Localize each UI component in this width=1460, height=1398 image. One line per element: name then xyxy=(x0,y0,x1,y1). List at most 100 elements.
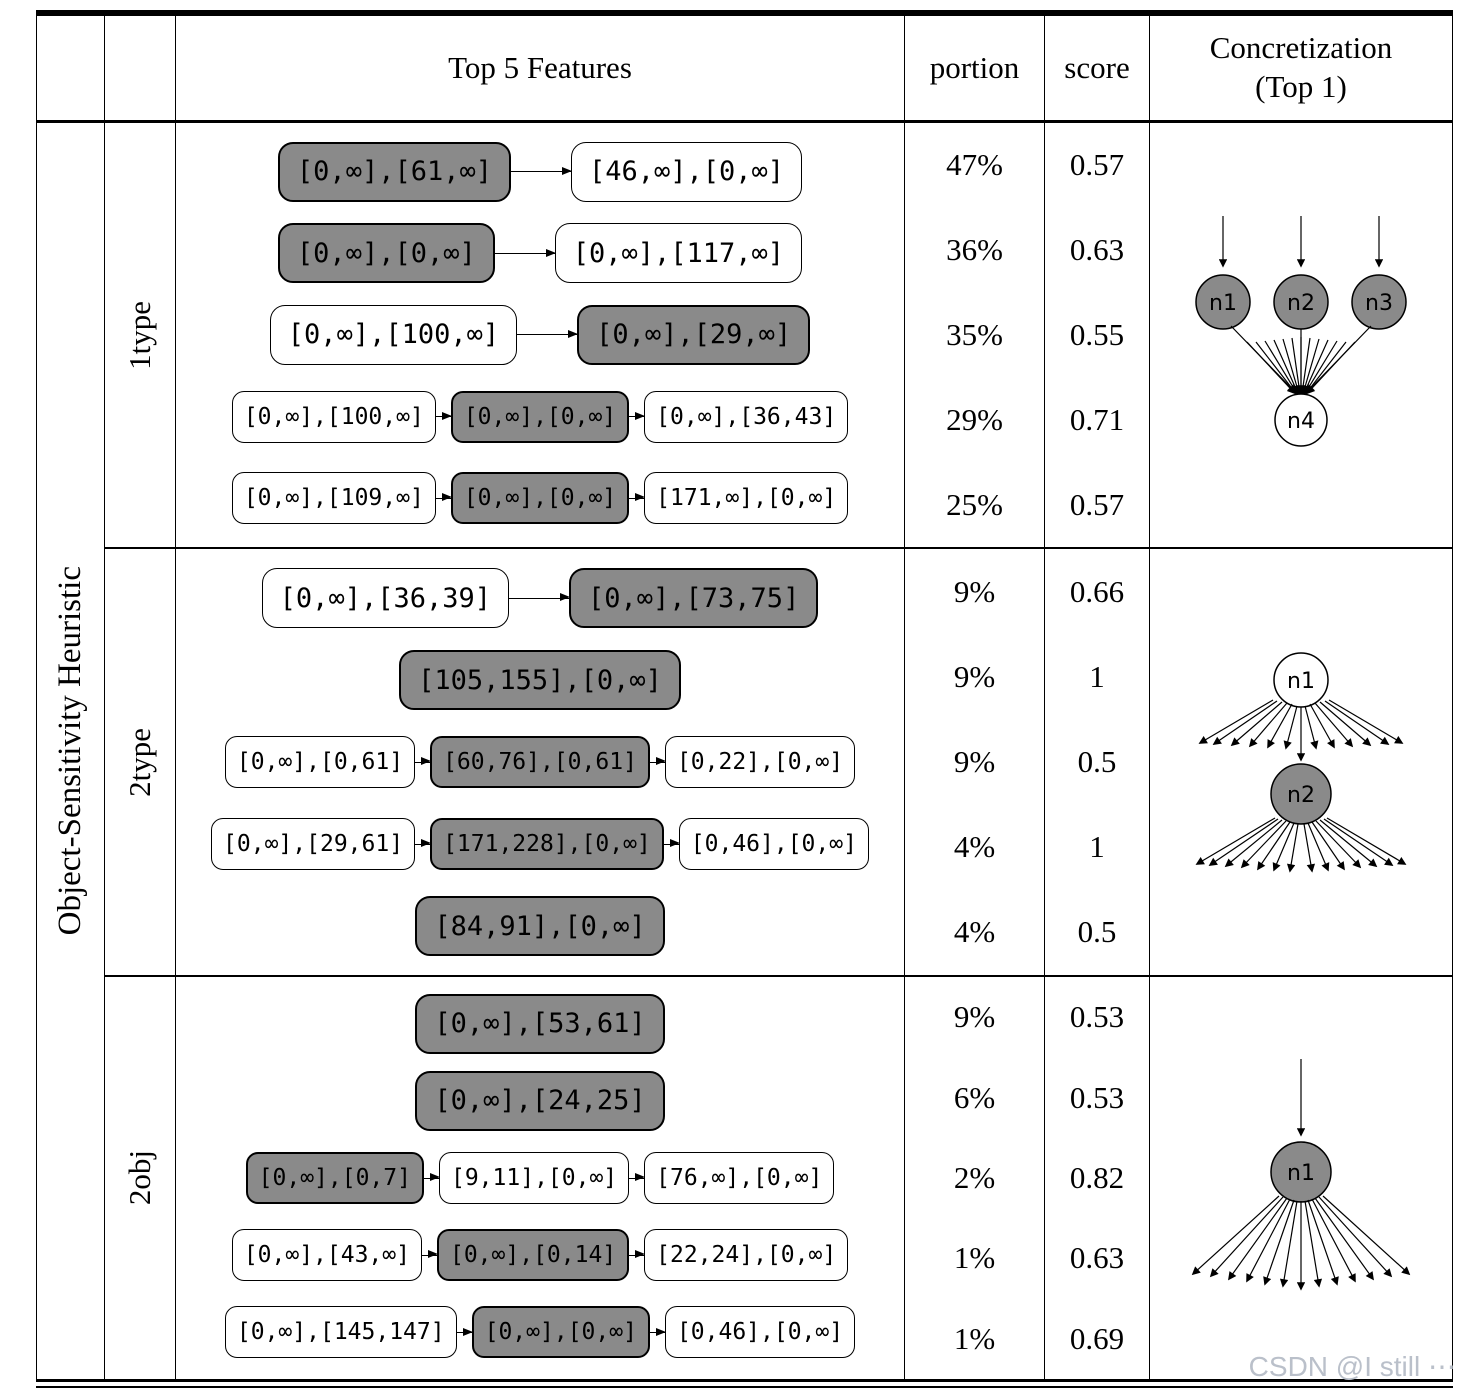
score-value: 0.53 xyxy=(1069,999,1125,1035)
feature-box: [0,22],[0,∞] xyxy=(664,736,856,788)
arrow-right-icon xyxy=(649,1327,666,1336)
feature-row: [0,∞],[53,61] xyxy=(176,985,904,1062)
feature-box: [0,∞],[109,∞] xyxy=(231,472,436,525)
arrow-right-icon xyxy=(435,493,452,502)
portion-column: 47% 36% 35% 29% 25% xyxy=(905,123,1045,547)
portion-value: 4% xyxy=(953,829,996,865)
concretization-cell: n1 n2 n3 xyxy=(1150,123,1452,547)
arrow-fan xyxy=(1195,817,1407,873)
feature-box: [0,∞],[53,61] xyxy=(415,993,665,1054)
feature-row: [0,∞],[109,∞] [0,∞],[0,∞] [171,∞],[0,∞] xyxy=(176,457,904,539)
feature-box: [0,∞],[0,∞] xyxy=(471,1306,650,1359)
feature-row: [0,∞],[145,147] [0,∞],[0,∞] [0,46],[0,∞] xyxy=(176,1294,904,1371)
portion-value: 4% xyxy=(953,914,996,950)
node-label: n1 xyxy=(1287,669,1315,694)
arrow-right-icon xyxy=(663,839,680,848)
feature-box: [105,155],[0,∞] xyxy=(399,650,681,710)
arrow-fan xyxy=(1230,325,1372,395)
feature-row: [0,∞],[0,∞] [0,∞],[117,∞] xyxy=(176,213,904,295)
arrow-fan xyxy=(1198,699,1404,750)
concretization-cell: n1 xyxy=(1150,549,1452,975)
table-bottom-rule xyxy=(36,1379,1453,1382)
arrow-right-icon xyxy=(423,1173,440,1182)
arrow-fan xyxy=(1191,1195,1411,1291)
header-portion: portion xyxy=(905,16,1045,120)
arrow-right-icon xyxy=(511,166,572,175)
feature-row: [0,∞],[43,∞] [0,∞],[0,14] [22,24],[0,∞] xyxy=(176,1217,904,1294)
node-label: n1 xyxy=(1209,291,1237,316)
score-value: 0.82 xyxy=(1069,1160,1125,1196)
group-rows: 1type [0,∞],[61,∞] [46,∞],[0,∞] [0,∞],[0… xyxy=(105,123,1452,1379)
header-top5-features: Top 5 Features xyxy=(176,16,905,120)
portion-value: 2% xyxy=(953,1160,996,1196)
portion-column: 9% 9% 9% 4% 4% xyxy=(905,549,1045,975)
feature-row: [84,91],[0,∞] xyxy=(176,885,904,967)
node-label: n2 xyxy=(1287,783,1315,808)
feature-box: [60,76],[0,61] xyxy=(430,736,650,788)
arrow-right-icon xyxy=(415,839,432,848)
portion-value: 1% xyxy=(953,1320,996,1356)
arrow-right-icon xyxy=(649,757,666,766)
concretization-diagram-2obj: n1 xyxy=(1191,1059,1411,1291)
feature-row: [0,∞],[29,61] [171,228],[0,∞] [0,46],[0,… xyxy=(176,803,904,885)
arrow-right-icon xyxy=(494,248,556,257)
group-label-cell: 2obj xyxy=(105,977,176,1379)
group-label-2obj: 2obj xyxy=(122,1150,157,1206)
features-column: [0,∞],[61,∞] [46,∞],[0,∞] [0,∞],[0,∞] [0… xyxy=(176,123,905,547)
score-value: 0.53 xyxy=(1069,1079,1125,1115)
feature-box: [0,∞],[0,7] xyxy=(245,1152,424,1204)
score-column: 0.66 1 0.5 1 0.5 xyxy=(1045,549,1150,975)
node-n4 xyxy=(1274,393,1328,447)
score-value: 0.57 xyxy=(1069,147,1125,183)
feature-box: [0,46],[0,∞] xyxy=(664,1306,856,1359)
feature-box: [0,∞],[0,∞] xyxy=(277,223,495,284)
node-label: n2 xyxy=(1287,291,1315,316)
arrow-right-icon xyxy=(629,411,646,420)
results-table: Top 5 Features portion score Concretizat… xyxy=(36,10,1453,1388)
node-label: n4 xyxy=(1287,409,1315,434)
score-value: 0.55 xyxy=(1069,316,1125,352)
incoming-arrows xyxy=(1218,216,1384,268)
portion-value: 1% xyxy=(953,1240,996,1276)
portion-value: 36% xyxy=(946,232,1003,268)
header-concretization-line2: (Top 1) xyxy=(1255,69,1347,104)
node-n1 xyxy=(1195,274,1251,330)
group-label-cell: 1type xyxy=(105,123,176,547)
feature-box: [84,91],[0,∞] xyxy=(415,896,665,956)
node-label: n1 xyxy=(1287,1161,1315,1186)
score-value: 0.71 xyxy=(1069,401,1125,437)
header-empty-group xyxy=(105,16,176,120)
group-2type: 2type [0,∞],[36,39] [0,∞],[73,75] [105,1… xyxy=(105,547,1452,975)
feature-box: [0,∞],[145,147] xyxy=(224,1306,457,1359)
header-score: score xyxy=(1045,16,1150,120)
feature-row: [0,∞],[0,7] [9,11],[0,∞] [76,∞],[0,∞] xyxy=(176,1139,904,1216)
feature-row: [0,∞],[100,∞] [0,∞],[29,∞] xyxy=(176,294,904,376)
table-top-rule xyxy=(36,10,1453,16)
arrow-right-icon xyxy=(456,1327,473,1336)
table-bottom-rule-2 xyxy=(36,1386,1453,1388)
features-column: [0,∞],[53,61] [0,∞],[24,25] [0,∞],[0,7] … xyxy=(176,977,905,1379)
header-concretization-line1: Concretization xyxy=(1209,30,1393,66)
score-value: 0.5 xyxy=(1077,914,1117,950)
header-empty-side xyxy=(37,16,105,120)
score-column: 0.53 0.53 0.82 0.63 0.69 xyxy=(1045,977,1150,1379)
score-value: 1 xyxy=(1089,658,1105,694)
feature-box: [0,∞],[117,∞] xyxy=(554,223,803,284)
feature-box: [0,∞],[24,25] xyxy=(415,1070,665,1131)
feature-row: [0,∞],[61,∞] [46,∞],[0,∞] xyxy=(176,131,904,213)
portion-value: 9% xyxy=(953,658,996,694)
concretization-cell: n1 xyxy=(1150,977,1452,1379)
concretization-diagram-1type: n1 n2 n3 xyxy=(1195,216,1407,447)
feature-box: [0,∞],[36,39] xyxy=(261,568,509,628)
heuristic-side-label: Object-Sensitivity Heuristic xyxy=(52,566,88,936)
arrow-right-icon xyxy=(415,757,432,766)
node-label: n3 xyxy=(1365,291,1393,316)
table-body: Object-Sensitivity Heuristic 1type [0,∞]… xyxy=(36,120,1453,1379)
portion-value: 25% xyxy=(946,486,1003,522)
feature-box: [0,∞],[0,14] xyxy=(436,1229,630,1282)
feature-box: [171,∞],[0,∞] xyxy=(644,472,849,525)
csdn-watermark: CSDN @I still ⋯ xyxy=(1248,1351,1456,1382)
portion-value: 6% xyxy=(953,1079,996,1115)
feature-box: [0,∞],[29,∞] xyxy=(577,304,811,365)
portion-column: 9% 6% 2% 1% 1% xyxy=(905,977,1045,1379)
